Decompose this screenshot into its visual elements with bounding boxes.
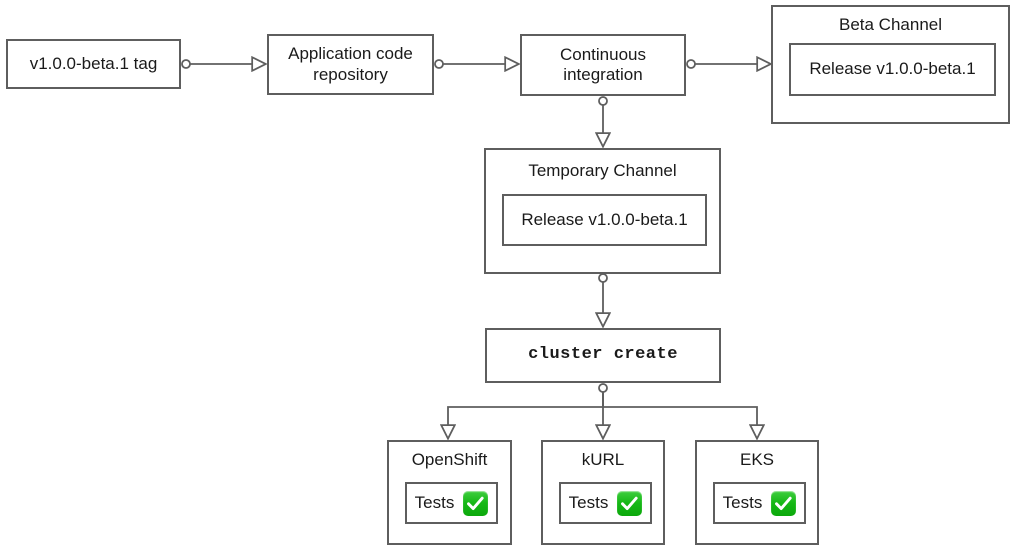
node-cluster-create[interactable]: cluster create (485, 328, 721, 383)
eks-tests-box[interactable]: Tests (713, 482, 806, 524)
kurl-tests-row: Tests (561, 484, 650, 522)
temporary-channel-release-box[interactable]: Release v1.0.0-beta.1 (502, 194, 707, 246)
eks-tests-row: Tests (715, 484, 804, 522)
green-check-icon (617, 490, 643, 516)
edge-cluster-create-to-eks (602, 392, 757, 438)
node-cluster-create-label: cluster create (528, 345, 678, 365)
green-check-icon (771, 490, 797, 516)
temporary-channel-release-label: Release v1.0.0-beta.1 (521, 209, 688, 229)
edge-tag-to-repo (181, 60, 265, 68)
eks-tests-label: Tests (722, 493, 763, 512)
edge-repo-to-ci (434, 60, 518, 68)
green-check-icon (463, 490, 489, 516)
node-application-code-repository[interactable]: Application code repository (267, 34, 434, 95)
node-continuous-integration[interactable]: Continuous integration (520, 34, 686, 96)
beta-channel-release-label: Release v1.0.0-beta.1 (809, 59, 976, 79)
node-continuous-integration-label: Continuous integration (559, 44, 646, 84)
openshift-tests-label: Tests (414, 493, 455, 512)
group-openshift-title: OpenShift (411, 450, 488, 469)
edge-cluster-create-to-openshift (448, 383, 608, 438)
group-temporary-channel-title: Temporary Channel (528, 161, 677, 180)
kurl-tests-box[interactable]: Tests (559, 482, 652, 524)
edge-ci-to-beta-channel (686, 60, 770, 68)
edge-ci-to-temporary-channel (599, 96, 607, 146)
node-application-code-repository-label: Application code repository (288, 44, 413, 84)
group-kurl[interactable]: kURL Tests (541, 440, 665, 545)
node-version-tag[interactable]: v1.0.0-beta.1 tag (6, 39, 181, 89)
openshift-tests-box[interactable]: Tests (405, 482, 498, 524)
edge-temporary-channel-to-cluster-create (599, 273, 607, 326)
openshift-tests-row: Tests (407, 484, 496, 522)
group-temporary-channel[interactable]: Temporary Channel Release v1.0.0-beta.1 (484, 148, 721, 274)
group-beta-channel-title: Beta Channel (838, 15, 943, 34)
group-beta-channel[interactable]: Beta Channel Release v1.0.0-beta.1 (771, 5, 1010, 124)
group-eks-title: EKS (739, 450, 775, 469)
group-openshift[interactable]: OpenShift Tests (387, 440, 512, 545)
node-version-tag-label: v1.0.0-beta.1 tag (29, 53, 158, 73)
group-eks[interactable]: EKS Tests (695, 440, 819, 545)
kurl-tests-label: Tests (568, 493, 609, 512)
beta-channel-release-box[interactable]: Release v1.0.0-beta.1 (789, 43, 996, 96)
group-kurl-title: kURL (581, 450, 625, 469)
